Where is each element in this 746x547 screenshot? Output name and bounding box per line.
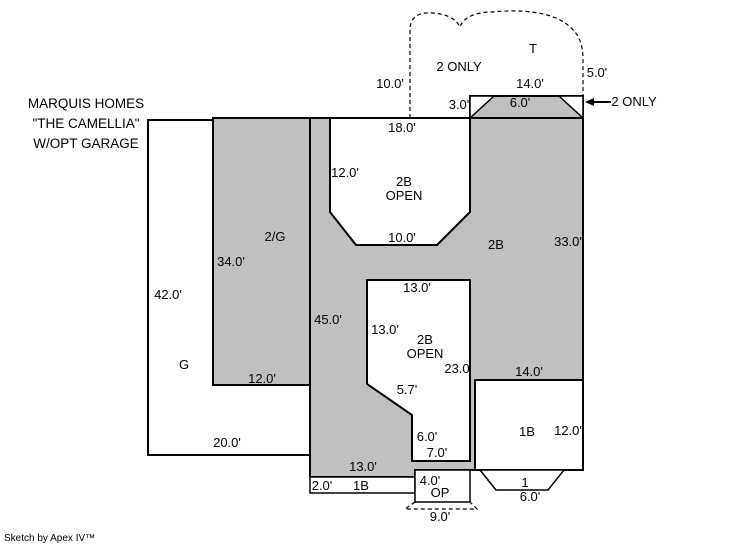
area-label-garage-code: G <box>179 357 189 372</box>
dim-label-dashed-left-height: 10.0' <box>376 76 404 91</box>
one-story-area-bottom-right <box>474 379 584 471</box>
dim-label-middle-height: 45.0' <box>314 312 342 327</box>
two-story-garage-area <box>212 117 311 386</box>
area-label-open-top-code: 2B <box>396 174 412 189</box>
dim-label-dashed-right-height: 5.0' <box>587 65 608 80</box>
header-block: MARQUIS HOMES "THE CAMELLIA" W/OPT GARAG… <box>28 96 144 151</box>
dim-label-open-top-bottom: 10.0' <box>388 230 416 245</box>
dim-label-open-mid-left: 13.0' <box>371 322 399 337</box>
area-label-garage-2story-code: 2/G <box>265 229 286 244</box>
dim-label-open-mid-top: 13.0' <box>403 280 431 295</box>
entry-step <box>478 469 566 491</box>
dim-label-open-mid-right: 23.0 <box>444 361 469 376</box>
dim-label-one-story-right-height: 12.0' <box>554 423 582 438</box>
note-label-two-only-left: 2 ONLY <box>436 59 482 74</box>
open-area-middle <box>366 279 471 462</box>
dim-label-garage-2story-height: 34.0' <box>217 254 245 269</box>
dim-label-open-top-width: 18.0' <box>388 120 416 135</box>
area-label-terrace: T <box>529 41 537 56</box>
dim-label-middle-bottom: 13.0' <box>349 459 377 474</box>
area-label-open-mid-code: 2B <box>417 332 433 347</box>
dim-label-garage-height: 42.0' <box>154 287 182 302</box>
area-label-porch-code: OP <box>431 485 450 500</box>
dashed-terrace-outline <box>409 10 584 118</box>
dashed-porch-outline <box>403 501 479 510</box>
second-floor-only-triangle-left <box>469 95 496 120</box>
dim-label-porch-dashed-width: 9.0' <box>430 509 451 524</box>
dim-label-strip-height: 2.0' <box>312 478 333 493</box>
plan-model-title: "THE CAMELLIA" <box>32 116 139 131</box>
dim-label-porch-height: 4.0' <box>420 473 441 488</box>
area-label-open-mid-open: OPEN <box>407 346 444 361</box>
area-label-strip-code: 1B <box>353 478 369 493</box>
plan-option-title: W/OPT GARAGE <box>33 136 139 151</box>
dim-label-open-mid-step: 6.0' <box>417 429 438 444</box>
dim-label-open-mid-diagonal: 5.7' <box>397 382 418 397</box>
dim-label-top-middle: 6.0' <box>510 95 531 110</box>
dim-label-step-width: 6.0' <box>520 489 541 504</box>
open-area-top <box>329 117 471 246</box>
area-label-one-story-right-code: 1B <box>519 424 535 439</box>
building-shapes <box>147 95 584 503</box>
dim-label-right-height: 33.0' <box>554 234 582 249</box>
dim-label-garage-bottom: 20.0' <box>213 435 241 450</box>
area-label-step-code: 1 <box>521 475 528 490</box>
note-label-two-only-right: 2 ONLY <box>611 94 657 109</box>
open-porch-area <box>414 469 471 503</box>
dashed-outlines <box>403 10 584 510</box>
two-only-arrowhead-icon <box>585 98 594 106</box>
area-label-right-code: 2B <box>488 237 504 252</box>
area-label-open-top-open: OPEN <box>386 188 423 203</box>
dim-label-top-width: 14.0' <box>516 76 544 91</box>
dim-label-right-bottom-width: 14.0' <box>515 364 543 379</box>
dim-label-bevel-left: 3.0' <box>449 97 470 112</box>
two-only-arrow <box>585 98 611 106</box>
dim-label-open-top-height: 12.0' <box>331 165 359 180</box>
plan-builder-title: MARQUIS HOMES <box>28 96 144 111</box>
sketch-credit: Sketch by Apex IV™ <box>4 533 95 544</box>
dim-label-open-mid-bottom: 7.0' <box>427 445 448 460</box>
dim-label-garage-2story-bottom: 12.0' <box>248 371 276 386</box>
second-floor-only-triangle-right <box>557 95 584 120</box>
dimension-labels: 10.0' 2 ONLY T 14.0' 5.0' 3.0' 6.0' 2 ON… <box>154 41 657 524</box>
